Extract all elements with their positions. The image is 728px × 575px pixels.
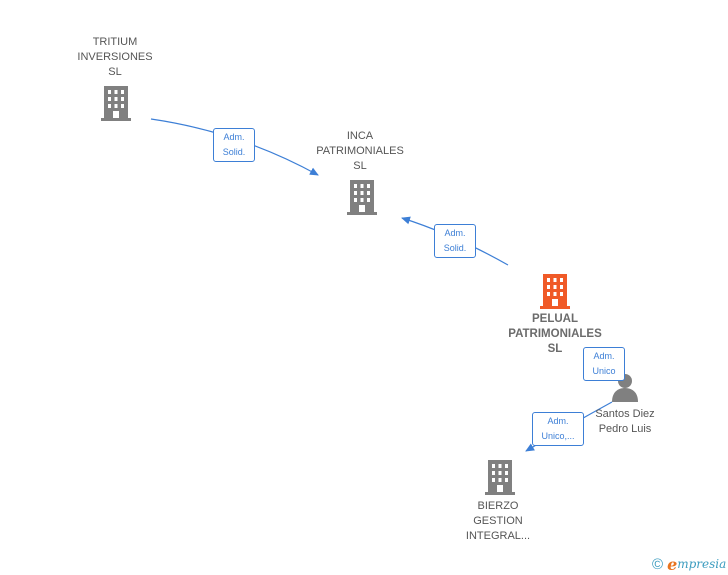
- brand-logo: © e mpresia: [652, 554, 726, 574]
- brand-e: e: [667, 554, 678, 574]
- building-icon[interactable]: [346, 179, 378, 215]
- brand-name: mpresia: [677, 557, 727, 571]
- node-label-tritium[interactable]: TRITIUM INVERSIONES SL: [77, 36, 153, 78]
- node-label-pelual[interactable]: PELUAL PATRIMONIALES SL: [508, 313, 602, 355]
- copyright-symbol: ©: [652, 555, 664, 573]
- edge-label-santos-bierzo: Adm. Unico,...: [532, 412, 584, 446]
- edge-label-pelual-inca: Adm. Solid.: [434, 224, 476, 258]
- building-icon[interactable]: [539, 273, 571, 309]
- node-label-bierzo[interactable]: BIERZO GESTION INTEGRAL...: [465, 500, 531, 542]
- building-icon[interactable]: [100, 85, 132, 121]
- building-icon[interactable]: [484, 459, 516, 495]
- edge-label-santos-pelual: Adm. Unico: [583, 347, 625, 381]
- node-label-inca[interactable]: INCA PATRIMONIALES SL: [316, 130, 404, 172]
- edge-label-tritium-inca: Adm. Solid.: [213, 128, 255, 162]
- node-label-santos[interactable]: Santos Diez Pedro Luis: [595, 408, 655, 435]
